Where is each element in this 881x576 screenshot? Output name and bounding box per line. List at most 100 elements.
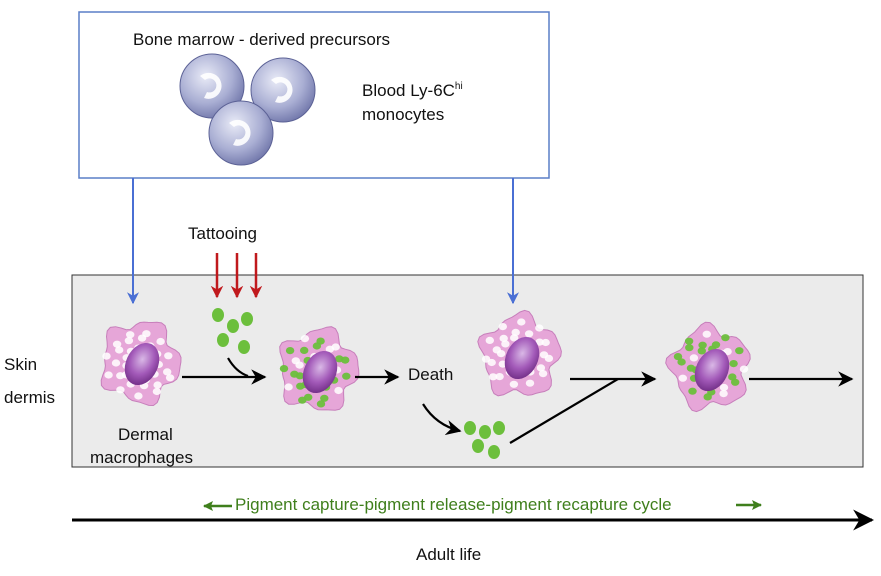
vesicle <box>509 380 519 388</box>
nucleus <box>694 348 730 392</box>
vesicle <box>535 324 544 332</box>
vesicle <box>156 337 165 346</box>
death-label: Death <box>408 365 454 384</box>
vesicle <box>126 331 135 339</box>
vesicle <box>116 386 125 394</box>
tattooing-label: Tattooing <box>188 224 257 243</box>
vesicle <box>511 328 520 336</box>
vesicle <box>488 373 498 381</box>
timeline-label: Adult life <box>416 545 482 564</box>
vesicle <box>536 364 546 372</box>
pigment-granule <box>685 344 694 352</box>
monocyte-cluster <box>179 53 316 166</box>
monocyte-cell <box>208 100 274 166</box>
vesicle <box>541 338 550 347</box>
pigment-cluster-released <box>464 421 505 459</box>
monocyte-cell <box>179 53 245 119</box>
monocyte-label: Blood Ly-6Chi <box>362 81 463 101</box>
pigment-granule <box>298 396 307 404</box>
pigment-granule <box>316 400 326 408</box>
cycle-label: Pigment capture-pigment release-pigment … <box>235 495 672 514</box>
vesicle <box>492 346 501 354</box>
vesicle <box>153 381 162 389</box>
release-arrow <box>422 403 462 436</box>
pigment-granule <box>688 387 697 395</box>
pigment-granule <box>729 360 738 368</box>
monocyte-label-line2: monocytes <box>362 105 445 124</box>
vesicle <box>116 372 125 380</box>
vesicle <box>111 359 121 367</box>
pigment-granule <box>721 334 730 342</box>
vesicle <box>719 383 729 392</box>
vesicle <box>510 334 519 342</box>
pigment-granule <box>300 346 309 354</box>
dermal-label-line2: macrophages <box>90 448 194 467</box>
vesicle <box>164 352 173 360</box>
vesicle <box>152 387 162 396</box>
vesicle <box>544 354 554 362</box>
macrophage-pigmented-2 <box>665 321 751 413</box>
pigment-granule <box>290 370 299 378</box>
precursor-title: Bone marrow - derived precursors <box>133 30 390 49</box>
vesicle <box>739 365 749 373</box>
monocyte-label-sup: hi <box>454 81 463 92</box>
macrophage-empty-1 <box>100 321 182 407</box>
pigment-granule <box>731 378 740 386</box>
vesicle <box>331 343 340 351</box>
vesicle <box>524 330 534 338</box>
vesicle <box>115 346 124 354</box>
pigment-granule <box>316 337 325 345</box>
recapture-merge-line <box>509 378 619 444</box>
vesicle <box>498 323 507 331</box>
pigment-granule <box>697 347 706 355</box>
pigment-granule <box>677 358 686 366</box>
vesicle <box>134 392 143 400</box>
vesicle <box>485 336 494 344</box>
pigment-granule <box>279 365 289 373</box>
vesicle <box>124 337 134 345</box>
pigment-cluster-injected <box>212 308 253 354</box>
nucleus <box>504 336 540 380</box>
vesicle <box>165 374 175 382</box>
pigment-granule <box>686 364 696 372</box>
pigment-merge-line <box>227 357 249 378</box>
vesicle <box>538 370 548 378</box>
pigment-granule <box>711 341 721 349</box>
nucleus <box>302 350 338 394</box>
vesicle <box>112 340 122 348</box>
vesicle <box>702 330 711 338</box>
tattooing-arrows <box>210 253 263 299</box>
pigment-granule <box>296 382 305 390</box>
monocyte-label-main: Blood Ly-6C <box>362 81 455 100</box>
dermal-label-line1: Dermal <box>118 425 173 444</box>
pigment-granule <box>735 347 744 355</box>
vesicle <box>499 334 508 342</box>
vesicle <box>142 330 151 338</box>
skin-label: Skin <box>4 355 38 374</box>
vesicle <box>501 340 510 348</box>
vesicle <box>291 357 300 365</box>
dermis-label: dermis <box>4 388 56 407</box>
vesicle <box>719 390 728 398</box>
pigment-granule <box>342 372 351 380</box>
nucleus <box>124 342 160 386</box>
vesicle <box>525 379 535 387</box>
vesicle <box>495 373 504 381</box>
vesicle <box>517 318 526 326</box>
vesicle <box>284 383 293 391</box>
macrophage-empty-2 <box>477 309 562 397</box>
pigment-granule <box>341 356 350 364</box>
pigment-granule <box>320 394 329 402</box>
pigment-granule <box>673 353 683 361</box>
vesicle <box>163 368 172 376</box>
vesicle <box>689 354 699 362</box>
pigment-granule <box>698 341 707 349</box>
pigment-granule <box>684 337 694 345</box>
vesicle <box>104 371 113 379</box>
vesicle <box>678 374 687 382</box>
vesicle <box>102 352 111 360</box>
macrophage-pigmented-1 <box>279 326 360 411</box>
vesicle <box>334 386 343 395</box>
flow-arrows <box>182 357 854 444</box>
